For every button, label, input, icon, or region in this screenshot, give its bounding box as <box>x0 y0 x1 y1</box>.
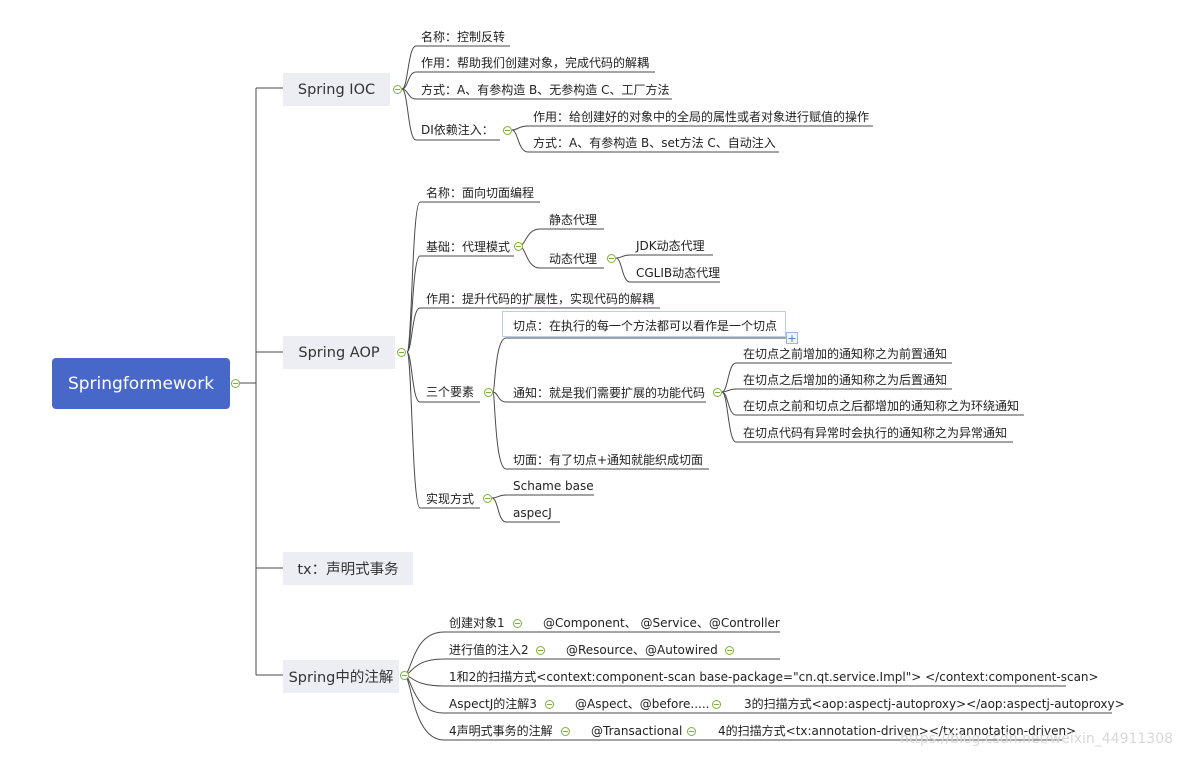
topic-tx[interactable]: tx：声明式事务 <box>283 552 413 585</box>
aop-basis[interactable]: 基础：代理模式 <box>426 240 511 254</box>
topic-spring-ioc[interactable]: Spring IOC <box>283 73 390 106</box>
ioc-di[interactable]: DI依赖注入： <box>421 123 494 137</box>
collapse-toggle-icon[interactable] <box>393 85 402 94</box>
collapse-toggle-icon[interactable] <box>513 619 522 628</box>
topic-annotations[interactable]: Spring中的注解 <box>283 660 399 693</box>
ioc-use[interactable]: 作用：帮助我们创建对象，完成代码的解耦 <box>421 56 650 70</box>
collapse-toggle-icon[interactable] <box>545 700 554 709</box>
around-advice[interactable]: 在切点之前和切点之后都增加的通知称之为环绕通知 <box>743 399 1020 413</box>
schema-base[interactable]: Schame base <box>513 479 594 493</box>
di-use[interactable]: 作用：给创建好的对象中的全局的属性或者对象进行赋值的操作 <box>533 110 870 124</box>
anno-scan-3[interactable]: 3的扫描方式<aop:aspectj-autoproxy></aop:aspec… <box>744 697 1125 711</box>
collapse-toggle-icon[interactable] <box>713 388 722 397</box>
collapse-toggle-icon[interactable] <box>483 494 492 503</box>
static-proxy[interactable]: 静态代理 <box>549 213 598 227</box>
anno-inject-value[interactable]: @Resource、@Autowired <box>566 643 718 657</box>
anno-create-label[interactable]: 创建对象1 <box>449 616 505 630</box>
anno-inject-label[interactable]: 进行值的注入2 <box>449 643 529 657</box>
three-elements[interactable]: 三个要素 <box>426 385 475 399</box>
impl-methods[interactable]: 实现方式 <box>426 492 475 506</box>
add-topic-icon[interactable]: + <box>786 332 798 345</box>
pointcut[interactable]: 切点：在执行的每一个方法都可以看作是一个切点 <box>513 319 778 333</box>
dynamic-proxy[interactable]: 动态代理 <box>549 252 598 266</box>
jdk-proxy[interactable]: JDK动态代理 <box>636 239 705 253</box>
anno-aspectj-label[interactable]: AspectJ的注解3 <box>449 697 537 711</box>
aop-use[interactable]: 作用：提升代码的扩展性，实现代码的解耦 <box>426 292 655 306</box>
topic-spring-aop[interactable]: Spring AOP <box>283 336 395 369</box>
before-advice[interactable]: 在切点之前增加的通知称之为前置通知 <box>743 347 948 361</box>
collapse-toggle-icon[interactable] <box>725 646 734 655</box>
collapse-toggle-icon[interactable] <box>503 126 512 135</box>
after-advice[interactable]: 在切点之后增加的通知称之为后置通知 <box>743 373 948 387</box>
collapse-toggle-icon[interactable] <box>400 671 409 680</box>
anno-aspectj-value[interactable]: @Aspect、@before..... <box>575 697 710 711</box>
collapse-toggle-icon[interactable] <box>484 388 493 397</box>
aop-name[interactable]: 名称：面向切面编程 <box>426 186 535 200</box>
advice[interactable]: 通知：就是我们需要扩展的功能代码 <box>513 386 706 400</box>
ioc-name[interactable]: 名称：控制反转 <box>421 30 506 44</box>
anno-tx-label[interactable]: 4声明式事务的注解 <box>449 724 553 738</box>
watermark: https://blog.csdn.net/weixin_44911308 <box>900 731 1174 747</box>
anno-scan-4[interactable]: 4的扫描方式<tx:annotation-driven></tx:annotat… <box>718 724 1077 738</box>
anno-scan-12[interactable]: 1和2的扫描方式<context:component-scan base-pac… <box>449 670 1099 684</box>
collapse-toggle-icon[interactable] <box>712 700 721 709</box>
root-node[interactable]: Springformework <box>52 358 230 409</box>
cglib-proxy[interactable]: CGLIB动态代理 <box>636 266 721 280</box>
collapse-toggle-icon[interactable] <box>607 254 616 263</box>
anno-tx-value[interactable]: @Transactional <box>591 724 683 738</box>
ioc-way[interactable]: 方式：A、有参构造 B、无参构造 C、工厂方法 <box>421 83 670 97</box>
aspect[interactable]: 切面：有了切点+通知就能织成切面 <box>513 453 704 467</box>
throwing-advice[interactable]: 在切点代码有异常时会执行的通知称之为异常通知 <box>743 426 1008 440</box>
collapse-toggle-icon[interactable] <box>514 242 523 251</box>
collapse-toggle-icon[interactable] <box>561 727 570 736</box>
collapse-toggle-icon[interactable] <box>231 379 240 388</box>
collapse-toggle-icon[interactable] <box>536 646 545 655</box>
collapse-toggle-icon[interactable] <box>687 727 696 736</box>
di-way[interactable]: 方式：A、有参构造 B、set方法 C、自动注入 <box>533 136 776 150</box>
selection-box <box>502 311 786 337</box>
anno-create-value[interactable]: @Component、 @Service、@Controller <box>543 616 780 630</box>
collapse-toggle-icon[interactable] <box>397 348 406 357</box>
aspectj[interactable]: aspecJ <box>513 506 552 520</box>
